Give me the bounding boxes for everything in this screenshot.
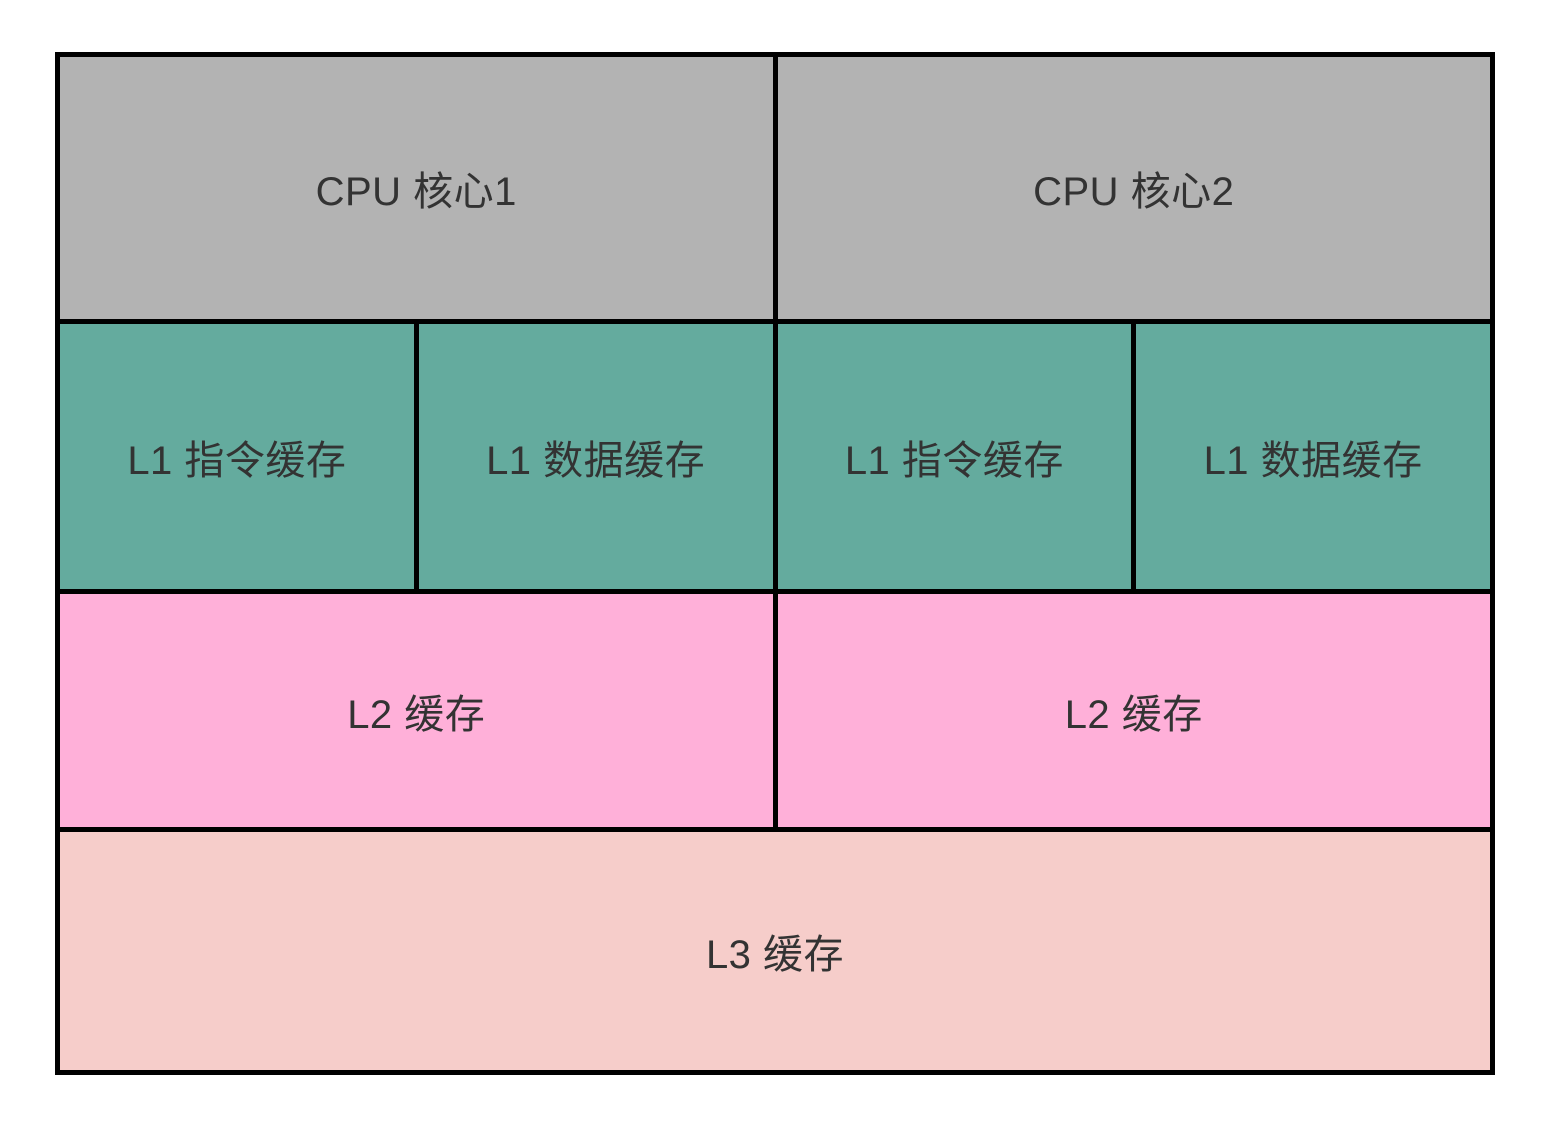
cpu-core-2-label: CPU 核心2 bbox=[1033, 170, 1235, 214]
cpu-core-1-label: CPU 核心1 bbox=[315, 170, 517, 214]
core1-l1-instruction-cache-block: L1 指令缓存 bbox=[60, 324, 414, 589]
cpu-core-1-block: CPU 核心1 bbox=[60, 57, 773, 319]
core1-l1-data-cache-block: L1 数据缓存 bbox=[418, 324, 773, 589]
cpu-core-2-block: CPU 核心2 bbox=[777, 57, 1490, 319]
core1-l1-data-cache-label: L1 数据缓存 bbox=[486, 438, 706, 483]
core2-l1-data-cache-label: L1 数据缓存 bbox=[1203, 438, 1423, 483]
core1-l1-instruction-cache-label: L1 指令缓存 bbox=[127, 438, 347, 483]
core2-l1-data-cache-block: L1 数据缓存 bbox=[1136, 324, 1490, 589]
core1-l2-cache-label: L2 缓存 bbox=[347, 692, 486, 737]
core2-l2-cache-label: L2 缓存 bbox=[1064, 692, 1203, 737]
shared-l3-cache-label: L3 缓存 bbox=[705, 933, 845, 977]
core1-l2-cache-block: L2 缓存 bbox=[60, 594, 773, 827]
cpu-cache-hierarchy-diagram: CPU 核心1 CPU 核心2 L1 指令缓存 L1 数据缓存 L1 指令缓存 … bbox=[55, 52, 1495, 1075]
core2-l1-instruction-cache-block: L1 指令缓存 bbox=[777, 324, 1132, 589]
core2-l2-cache-block: L2 缓存 bbox=[777, 594, 1490, 827]
shared-l3-cache-block: L3 缓存 bbox=[60, 832, 1490, 1070]
core2-l1-instruction-cache-label: L1 指令缓存 bbox=[844, 438, 1064, 483]
